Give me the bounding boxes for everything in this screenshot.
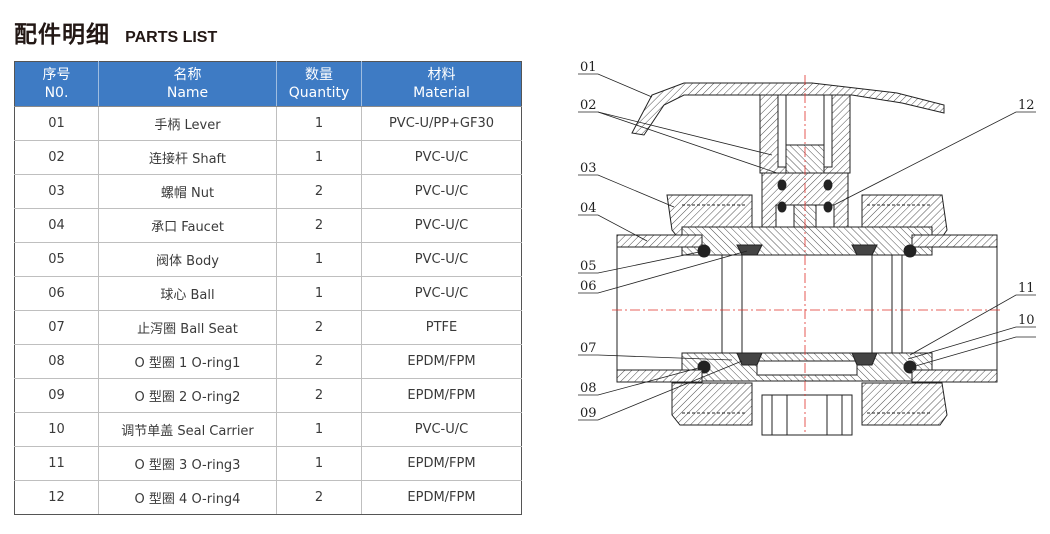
cell-name: 承口 Faucet [98, 208, 277, 243]
cell-material: PVC-U/C [361, 174, 522, 209]
callout-04: 04 [580, 201, 597, 216]
cell-name: O 型圈 4 O-ring4 [98, 480, 277, 515]
cell-quantity: 2 [276, 378, 362, 413]
cell-number: 01 [14, 106, 99, 141]
title-english: PARTS LIST [125, 29, 218, 46]
cell-number: 09 [14, 378, 99, 413]
cell-number: 12 [14, 480, 99, 515]
cell-quantity: 1 [276, 412, 362, 447]
callout-02: 02 [580, 98, 597, 113]
cell-name: 螺帽 Nut [98, 174, 277, 209]
cell-name: O 型圈 2 O-ring2 [98, 378, 277, 413]
cell-name: 连接杆 Shaft [98, 140, 277, 175]
callout-11: 11 [1018, 281, 1035, 296]
cell-name: 球心 Ball [98, 276, 277, 311]
cell-quantity: 2 [276, 208, 362, 243]
callout-08: 08 [580, 381, 597, 396]
cell-name: O 型圈 3 O-ring3 [98, 446, 277, 481]
cell-material: PVC-U/C [361, 208, 522, 243]
ball-part [712, 254, 903, 356]
cell-quantity: 1 [276, 140, 362, 175]
cell-name: 阀体 Body [98, 242, 277, 277]
cell-quantity: 2 [276, 344, 362, 379]
cell-material: EPDM/FPM [361, 378, 522, 413]
page-title: 配件明细 PARTS LIST [14, 15, 218, 48]
faucet-part-left [616, 234, 703, 248]
cell-number: 02 [14, 140, 99, 175]
cell-number: 06 [14, 276, 99, 311]
callout-03: 03 [580, 161, 597, 176]
cell-material: PVC-U/C [361, 276, 522, 311]
cell-material: EPDM/FPM [361, 446, 522, 481]
cell-material: PVC-U/C [361, 242, 522, 277]
cell-name: 调节单盖 Seal Carrier [98, 412, 277, 447]
callout-07: 07 [580, 341, 597, 356]
cell-material: PVC-U/C [361, 140, 522, 175]
lever-part [631, 82, 945, 136]
cell-number: 11 [14, 446, 99, 481]
cell-number: 08 [14, 344, 99, 379]
cell-material: PVC-U/C [361, 412, 522, 447]
cell-number: 05 [14, 242, 99, 277]
callout-10: 10 [1018, 313, 1035, 328]
callout-12: 12 [1018, 98, 1035, 113]
cell-quantity: 1 [276, 242, 362, 277]
cell-quantity: 1 [276, 106, 362, 141]
valve-section-drawing: 01 02 03 04 05 06 07 08 09 10 11 12 [578, 60, 1036, 436]
callout-01: 01 [580, 60, 597, 75]
cell-number: 04 [14, 208, 99, 243]
cell-quantity: 1 [276, 276, 362, 311]
cell-quantity: 2 [276, 174, 362, 209]
cell-quantity: 2 [276, 310, 362, 345]
cell-name: O 型圈 1 O-ring1 [98, 344, 277, 379]
callout-09: 09 [580, 406, 597, 421]
cell-material: EPDM/FPM [361, 344, 522, 379]
callout-06: 06 [580, 279, 597, 294]
cell-quantity: 2 [276, 480, 362, 515]
cell-material: PVC-U/PP+GF30 [361, 106, 522, 141]
cell-quantity: 1 [276, 446, 362, 481]
callout-05: 05 [580, 259, 597, 274]
body-part [681, 226, 933, 256]
cell-material: PTFE [361, 310, 522, 345]
cell-number: 03 [14, 174, 99, 209]
cell-material: EPDM/FPM [361, 480, 522, 515]
title-chinese: 配件明细 [14, 22, 110, 48]
cell-name: 手柄 Lever [98, 106, 277, 141]
o-ring4-top-left [777, 179, 787, 191]
cell-number: 07 [14, 310, 99, 345]
cell-number: 10 [14, 412, 99, 447]
cell-name: 止泻圈 Ball Seat [98, 310, 277, 345]
